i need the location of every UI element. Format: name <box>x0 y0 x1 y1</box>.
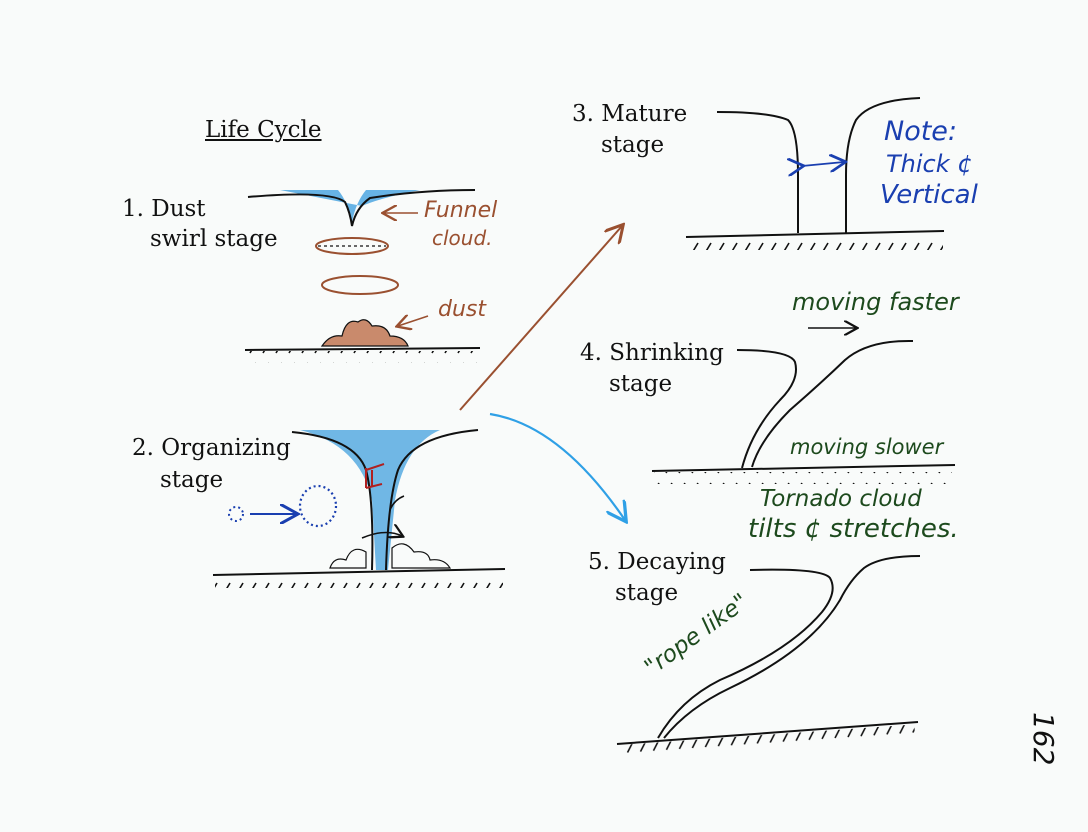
ground-hatch-2 <box>215 576 503 588</box>
low-pressure-marker <box>365 463 385 489</box>
stage-1-sketch <box>244 189 481 363</box>
dust-cloud <box>320 319 409 347</box>
note-annotation-line3: Vertical <box>880 180 978 210</box>
ground-hatch-3 <box>688 238 943 250</box>
stage-1-label-line1: 1. Dust <box>122 196 206 222</box>
stage-3-label-line2: stage <box>601 132 665 158</box>
ground-line-3 <box>685 230 945 238</box>
ground-line-5 <box>616 721 919 745</box>
stage-1-label-line2: swirl stage <box>150 226 278 252</box>
stage-2-label-line2: stage <box>160 467 224 493</box>
stage-4-label-line1: 4. Shrinking <box>580 340 724 366</box>
stage-2-sketch <box>212 429 506 588</box>
small-dotted-circle <box>228 506 244 522</box>
organizing-funnel-fill <box>300 430 440 570</box>
large-dotted-circle <box>298 484 338 528</box>
stage-5-label-line2: stage <box>615 580 679 606</box>
width-arrow <box>802 162 844 166</box>
rotation-arrow-upper <box>389 495 405 511</box>
stage-2-label-line1: 2. Organizing <box>132 435 291 461</box>
dust-annotation: dust <box>438 297 486 322</box>
shrinking-right-outline <box>751 339 914 468</box>
note-annotation-line2: Thick ¢ <box>886 150 973 178</box>
life-cycle-title: Life Cycle <box>205 117 322 143</box>
ground-hatch-1 <box>248 351 478 363</box>
page-number: 162 <box>1027 712 1060 766</box>
shrinking-left-outline <box>736 349 797 469</box>
dust-pointer <box>398 316 429 326</box>
ground-line-1 <box>244 347 481 351</box>
stage-5-label-line1: 5. Decaying <box>588 549 726 575</box>
stage-5-sketch <box>616 555 921 757</box>
ground-line-2 <box>212 568 506 576</box>
swirl-ellipse-1 <box>315 237 389 255</box>
tilts-annotation-line1: Tornado cloud <box>760 486 922 512</box>
funnel-annotation-line1: Funnel <box>424 198 498 223</box>
mature-left-outline <box>716 111 799 233</box>
ground-hatch-5 <box>620 724 916 757</box>
progression-arrow-to-mature <box>459 226 622 411</box>
rope-funnel-right <box>663 555 921 739</box>
funnel-cloud-outline <box>247 189 476 227</box>
stage-3-sketch <box>685 97 945 250</box>
funnel-cloud-base-fill <box>280 190 420 222</box>
ground-hatch-4 <box>654 472 952 484</box>
moving-faster-annotation: moving faster <box>792 288 959 316</box>
progression-arrow-to-decaying <box>489 412 625 520</box>
moving-slower-annotation: moving slower <box>790 435 944 459</box>
stage-4-sketch <box>651 328 956 484</box>
tilts-annotation-line2: tilts ¢ stretches. <box>748 514 959 544</box>
rope-funnel-left <box>657 568 834 739</box>
rotation-arrow <box>361 532 402 539</box>
stage-3-label-line1: 3. Mature <box>572 101 688 127</box>
organizing-dust-cloud <box>329 543 452 569</box>
funnel-annotation-line2: cloud. <box>432 226 493 250</box>
stage-4-label-line2: stage <box>609 371 673 397</box>
swirl-ellipse-2 <box>321 275 399 295</box>
ground-line-4 <box>651 464 956 472</box>
note-annotation-line1: Note: <box>884 116 958 147</box>
